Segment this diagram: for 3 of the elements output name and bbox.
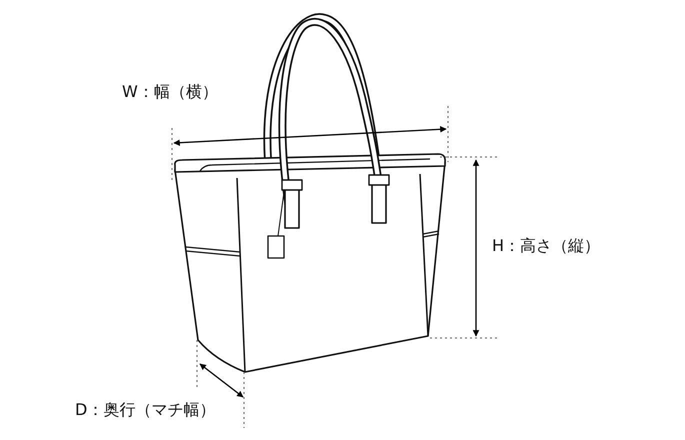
dimension-label: H：高さ（縦）: [492, 236, 600, 256]
dimension-label: D：奥行（マチ幅）: [75, 400, 216, 420]
dimension-label: W：幅（横）: [122, 82, 218, 102]
